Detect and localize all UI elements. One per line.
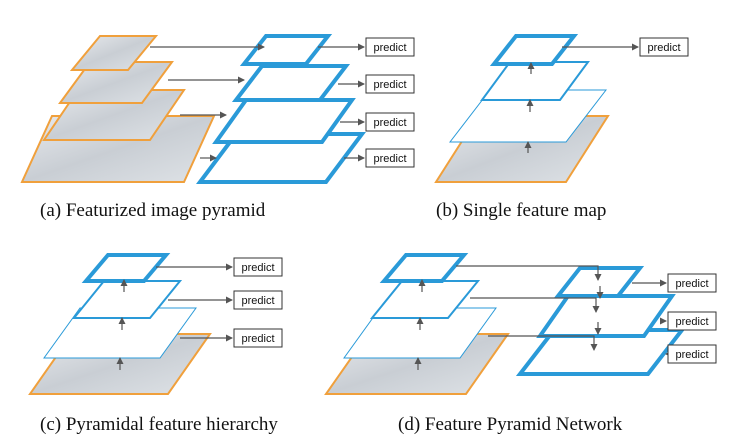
panel-d: predict predict predict (d) Feature Pyra…: [324, 253, 717, 435]
feature-layer-2: [480, 61, 590, 101]
predict-label: predict: [241, 262, 274, 274]
predict-label: predict: [373, 153, 406, 165]
panel-c: predict predict predict (c) Pyramidal fe…: [28, 253, 283, 435]
feature-map-1: [239, 34, 333, 66]
predict-box: predict: [365, 74, 415, 94]
predict-label: predict: [373, 42, 406, 54]
feature-layer-1: [81, 253, 171, 283]
predict-box: predict: [365, 112, 415, 132]
image-level-1: [69, 35, 159, 71]
feature-map-2: [231, 64, 351, 102]
predict-box: predict: [365, 148, 415, 168]
bottom-up-layer-1: [379, 253, 469, 283]
predict-label: predict: [675, 349, 708, 361]
predict-box: predict: [233, 290, 283, 310]
lateral-connection: [470, 297, 600, 313]
predict-label: predict: [241, 295, 274, 307]
predict-label: predict: [241, 333, 274, 345]
image-level-2: [58, 61, 174, 104]
predict-label: predict: [373, 79, 406, 91]
predict-box: predict: [639, 37, 689, 57]
predict-label: predict: [675, 316, 708, 328]
predict-box: predict: [365, 37, 415, 57]
feature-map-4: [196, 132, 366, 184]
feature-layer-1: [489, 34, 579, 66]
panel-a: predict predict predict predict (a) Feat…: [20, 34, 415, 221]
predict-label: predict: [647, 42, 680, 54]
predict-label: predict: [373, 117, 406, 129]
panel-b: predict (b) Single feature map: [434, 34, 689, 221]
caption-c: (c) Pyramidal feature hierarchy: [40, 414, 278, 435]
lateral-connection: [488, 335, 598, 351]
lateral-connection: [456, 265, 602, 281]
predict-box: predict: [233, 328, 283, 348]
predict-box: predict: [233, 257, 283, 277]
caption-b: (b) Single feature map: [436, 200, 606, 221]
caption-d: (d) Feature Pyramid Network: [398, 414, 623, 435]
predict-box: predict: [667, 273, 717, 293]
top-down-layer-1: [553, 266, 645, 298]
caption-a: (a) Featurized image pyramid: [40, 200, 266, 221]
top-down-layer-2: [536, 294, 676, 338]
predict-box: predict: [667, 344, 717, 364]
feature-map-3: [212, 98, 356, 144]
predict-box: predict: [667, 311, 717, 331]
predict-label: predict: [675, 278, 708, 290]
